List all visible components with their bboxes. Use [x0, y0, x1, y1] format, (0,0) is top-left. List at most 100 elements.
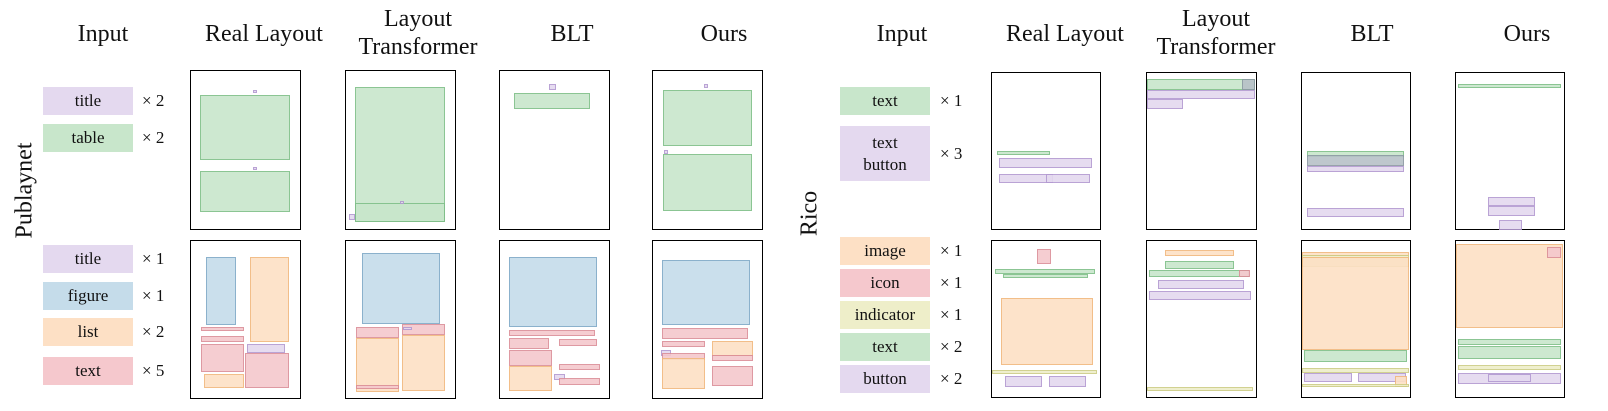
right-row0-panel-0-box-1	[999, 158, 1092, 168]
left-row1-input-title: title	[43, 245, 133, 273]
left-row0-panel-0	[190, 70, 301, 230]
left-row1-count-3: × 5	[142, 361, 165, 380]
left-row1-panel-2-box-6	[508, 365, 552, 391]
left-row1-panel-1-box-0	[362, 253, 440, 324]
right-row1-panel-2-box-8	[1302, 383, 1409, 387]
right-row0-panel-1	[1146, 72, 1257, 230]
right-row1-input-label-4: button	[863, 369, 907, 388]
right-row1-count-3: × 2	[940, 337, 963, 356]
left-row0-panel-2	[499, 70, 610, 230]
left-row1-panel-3	[652, 240, 763, 399]
left-row0-panel-0-box-3	[199, 171, 291, 213]
right-row1-panel-1-box-1	[1165, 261, 1235, 269]
right-row0-input-text: text	[840, 87, 930, 115]
left-row1-panel-2	[499, 240, 610, 399]
left-row1-panel-3-box-6	[712, 354, 754, 362]
left-row1-panel-3-box-0	[661, 259, 751, 326]
left-row1-panel-2-box-5	[559, 364, 601, 371]
right-row1-panel-3-box-6	[1488, 374, 1531, 383]
right-row1-panel-0-box-4	[992, 369, 1097, 375]
left-row0-panel-3	[652, 70, 763, 230]
left-row1-panel-2-box-0	[508, 256, 598, 327]
right-row1-count-1: × 1	[940, 273, 963, 292]
left-row1-panel-3-box-2	[661, 340, 705, 348]
right-row0-panel-0-box-3	[1045, 173, 1091, 184]
left-row0-panel-2-box-1	[514, 92, 590, 109]
left-header-1: Real Layout	[205, 21, 323, 47]
left-row0-panel-0-box-1	[199, 94, 291, 161]
right-row1-panel-1-box-5	[1149, 290, 1251, 300]
left-row1-panel-2-box-2	[508, 337, 549, 349]
left-row1-panel-1-box-2	[402, 323, 446, 335]
left-row1-input-text: text	[43, 357, 133, 385]
left-row1-panel-3-box-1	[661, 328, 749, 340]
left-row1-panel-0-box-6	[245, 353, 290, 388]
right-row1-input-button: button	[840, 365, 930, 393]
right-header-4: Ours	[1503, 21, 1551, 47]
right-row0-panel-3-box-0	[1458, 83, 1561, 89]
right-row0-panel-2-box-2	[1307, 166, 1404, 173]
right-row0-panel-3	[1455, 72, 1565, 230]
right-row0-panel-2-box-3	[1307, 207, 1404, 218]
left-row1-panel-2-box-8	[559, 378, 601, 385]
left-row1-panel-0-box-0	[206, 256, 237, 326]
right-header-1: Real Layout	[1006, 21, 1124, 47]
left-row1-panel-1-box-4	[355, 337, 399, 393]
right-row1-panel-3-box-3	[1458, 346, 1561, 359]
right-header-0: Input	[876, 21, 928, 47]
right-row0-input-label-0: text	[872, 91, 898, 110]
left-row1-panel-1-box-3	[403, 326, 412, 330]
left-row0-input-title: title	[43, 87, 133, 115]
left-header-3: BLT	[550, 21, 594, 47]
left-row0-panel-1	[345, 70, 456, 230]
left-row1-input-figure: figure	[43, 282, 133, 310]
left-row1-panel-3-box-7	[661, 358, 705, 390]
right-row1-panel-2-box-2	[1302, 256, 1409, 350]
right-row1-count-0: × 1	[940, 241, 963, 260]
right-row1-panel-0-box-2	[1002, 273, 1089, 279]
left-row1-input-label-1: figure	[67, 286, 109, 305]
left-row0-panel-3-box-3	[662, 154, 753, 211]
left-row1-panel-1-box-6	[355, 384, 399, 390]
left-row0-panel-0-box-0	[252, 89, 257, 93]
left-row1-panel-0-box-7	[203, 373, 244, 388]
left-row0-panel-0-box-2	[252, 166, 257, 170]
left-row1-count-2: × 2	[142, 322, 165, 341]
right-row1-input-label-2: indicator	[854, 305, 916, 324]
right-row1-panel-0	[991, 240, 1101, 398]
right-row0-panel-0	[991, 72, 1101, 230]
left-dataset-label: Publaynet	[11, 142, 38, 239]
right-row1-input-text: text	[840, 333, 930, 361]
right-row1-input-indicator: indicator	[840, 301, 930, 329]
left-row1-panel-2-box-3	[559, 339, 598, 346]
left-row0-panel-1-box-1	[354, 202, 446, 222]
right-row1-panel-1-box-0	[1165, 250, 1235, 257]
left-row0-panel-3-box-0	[703, 83, 709, 89]
left-row1-panel-0-box-5	[247, 343, 285, 354]
left-row1-input-list: list	[43, 318, 133, 346]
right-row0-panel-3-box-1	[1488, 197, 1536, 207]
right-dataset-label: Rico	[796, 190, 823, 237]
right-row0-count-1: × 3	[940, 143, 963, 163]
right-row0-panel-3-box-2	[1488, 206, 1536, 216]
right-row0-panel-1-box-2	[1147, 90, 1255, 100]
left-row1-panel-0-box-4	[200, 343, 244, 373]
left-row0-input-table: table	[43, 124, 133, 152]
left-row1-count-1: × 1	[142, 286, 165, 305]
right-row0-count-0: × 1	[940, 91, 963, 110]
left-row1-panel-0-box-3	[200, 336, 244, 343]
left-row0-panel-1-box-0	[354, 86, 446, 222]
right-row1-panel-1-box-4	[1157, 279, 1245, 290]
right-row1-panel-0-box-6	[1048, 375, 1087, 387]
right-row0-panel-2-box-1	[1307, 155, 1404, 166]
right-row1-panel-0-box-1	[995, 268, 1095, 274]
right-row1-input-label-0: image	[864, 241, 906, 260]
right-row1-panel-2	[1301, 240, 1411, 398]
right-row1-panel-3-box-4	[1458, 365, 1561, 370]
left-row1-panel-1	[345, 240, 456, 399]
left-row1-panel-1-box-1	[355, 326, 399, 338]
left-row0-input-label-1: table	[71, 128, 105, 147]
